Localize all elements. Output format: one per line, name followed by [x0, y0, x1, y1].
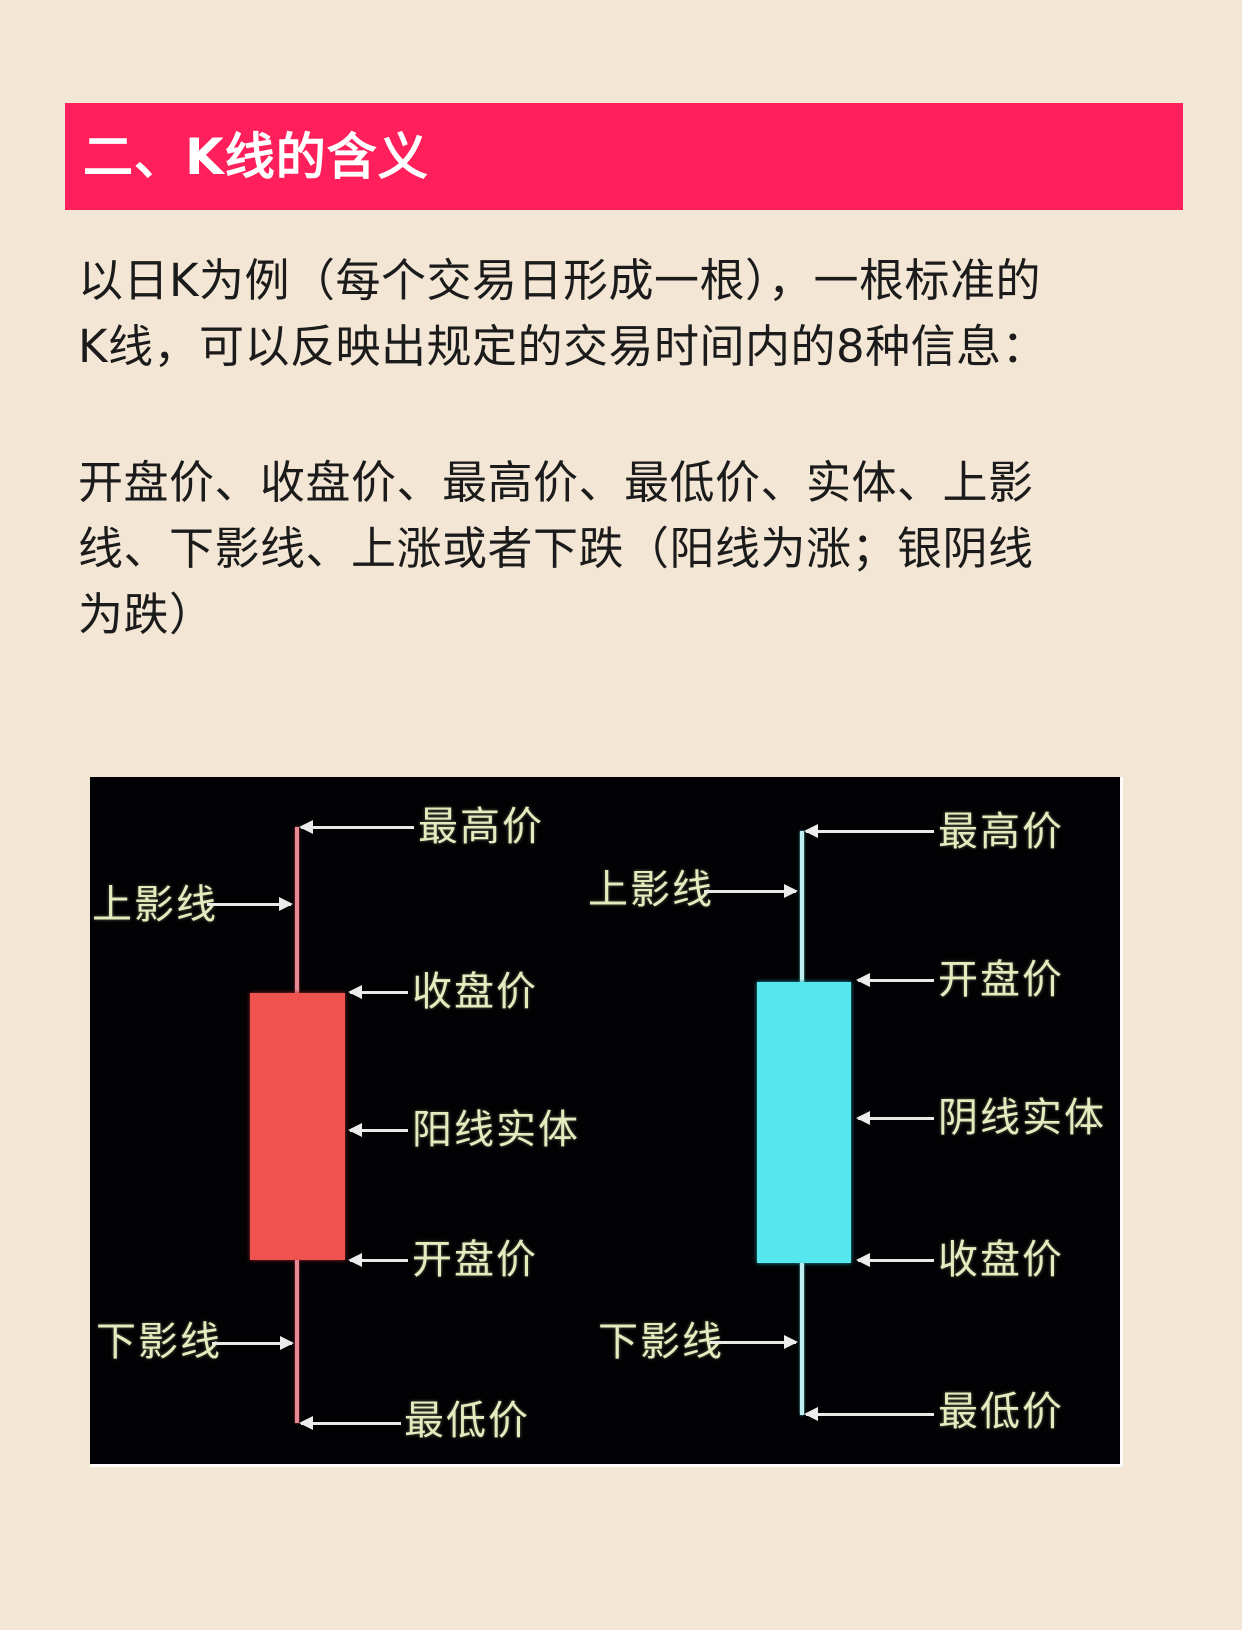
- label-low: 最低价: [938, 1389, 1064, 1435]
- yang-candle-body: [250, 993, 345, 1260]
- label-upper-shadow: 上影线: [92, 882, 218, 928]
- arrow-left-icon: [856, 1111, 934, 1125]
- label-open: 开盘价: [412, 1237, 538, 1283]
- arrow-right-icon: [212, 1336, 294, 1350]
- label-close: 收盘价: [938, 1237, 1064, 1283]
- arrow-left-icon: [856, 973, 934, 987]
- label-lower-shadow: 下影线: [96, 1319, 222, 1365]
- section-header: 二、K线的含义: [65, 103, 1183, 210]
- info-line: 开盘价、收盘价、最高价、最低价、实体、上影: [78, 456, 1034, 509]
- upper-wick: [800, 831, 804, 982]
- arrow-left-icon: [804, 824, 934, 838]
- arrow-left-icon: [856, 1253, 934, 1267]
- candlestick-diagram: 最高价 上影线 收盘价 阳线实体 开盘价 下影线 最低价 最高价 上影线 开盘价…: [90, 777, 1123, 1467]
- intro-line: 以日K为例（每个交易日形成一根），一根标准的: [78, 254, 1042, 307]
- label-upper-shadow: 上影线: [588, 867, 714, 913]
- label-lower-shadow: 下影线: [598, 1319, 724, 1365]
- upper-wick: [295, 827, 299, 993]
- label-high: 最高价: [418, 804, 544, 850]
- info-list-paragraph: 开盘价、收盘价、最高价、最低价、实体、上影 线、下影线、上涨或者下跌（阳线为涨；…: [78, 450, 1188, 648]
- label-body: 阳线实体: [412, 1107, 580, 1153]
- label-body: 阴线实体: [938, 1095, 1106, 1141]
- arrow-left-icon: [348, 1253, 408, 1267]
- arrow-left-icon: [348, 985, 408, 999]
- lower-wick: [800, 1263, 804, 1415]
- lower-wick: [295, 1260, 299, 1423]
- intro-paragraph: 以日K为例（每个交易日形成一根），一根标准的 K线，可以反映出规定的交易时间内的…: [78, 248, 1188, 380]
- arrow-left-icon: [299, 820, 414, 834]
- label-open: 开盘价: [938, 957, 1064, 1003]
- arrow-left-icon: [348, 1123, 408, 1137]
- arrow-left-icon: [804, 1407, 934, 1421]
- arrow-right-icon: [704, 884, 798, 898]
- info-line: 线、下影线、上涨或者下跌（阳线为涨；银阴线: [78, 522, 1034, 575]
- info-line: 为跌）: [78, 588, 215, 641]
- arrow-left-icon: [299, 1416, 401, 1430]
- label-close: 收盘价: [412, 969, 538, 1015]
- intro-line: K线，可以反映出规定的交易时间内的8种信息：: [78, 320, 1048, 373]
- yin-candle-body: [757, 982, 851, 1263]
- arrow-right-icon: [207, 897, 293, 911]
- label-high: 最高价: [938, 809, 1064, 855]
- arrow-right-icon: [710, 1335, 798, 1349]
- section-title: 二、K线的含义: [83, 127, 429, 186]
- label-low: 最低价: [404, 1398, 530, 1444]
